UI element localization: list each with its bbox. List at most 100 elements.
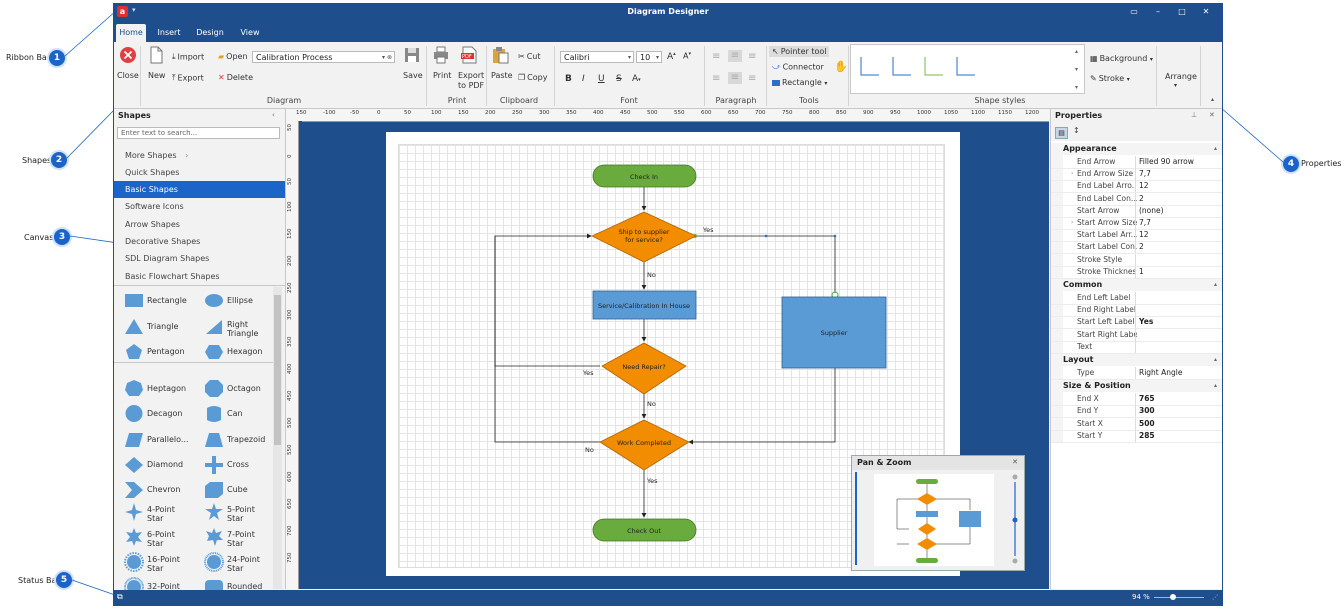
quick-access-chevron-icon[interactable]: ▾ [132,6,136,14]
zoom-thumb[interactable] [1170,594,1176,600]
property-value[interactable]: Yes [1139,317,1154,327]
property-category[interactable]: Appearance▴ [1063,143,1222,155]
shape-item-cube[interactable]: Cube [196,478,274,502]
property-value[interactable]: 12 [1139,181,1149,191]
align-left-icon[interactable]: ≡ [712,73,721,84]
align-right-icon[interactable]: ≡ [748,73,757,84]
close-icon[interactable] [119,46,137,64]
connector-button[interactable]: ⤻Connector [772,62,824,72]
shape-item-rounded-rectangle[interactable]: Rounded [196,575,274,591]
collapse-icon[interactable]: ▴ [1213,281,1217,288]
shape-item-decagon[interactable]: Decagon [116,402,196,426]
property-value[interactable]: 7,7 [1139,169,1151,179]
pointer-tool-button[interactable]: ↖Pointer tool [769,46,830,57]
minimize-icon[interactable]: – [1156,7,1160,16]
paste-button[interactable]: Paste [491,71,513,80]
flowchart[interactable]: Check In Ship to supplier for service? S… [386,132,960,576]
ship-decision[interactable] [591,211,697,263]
cut-button[interactable]: ✂Cut [518,52,541,61]
property-value[interactable]: 2 [1139,193,1144,203]
category-decorative-shapes[interactable]: Decorative Shapes [125,237,201,246]
property-row[interactable]: End Right Label [1051,304,1222,318]
restore-layout-icon[interactable]: ▭ [1130,7,1138,16]
shape-item-rectangle[interactable]: Rectangle [116,289,196,313]
resize-grip-icon[interactable]: ⋰ [1212,594,1218,601]
need-repair-decision[interactable] [601,342,687,395]
property-value[interactable]: 2 [1139,242,1144,252]
strikethrough-icon[interactable]: S [616,74,622,84]
property-value[interactable]: 7,7 [1139,218,1151,227]
connector-repair-ship[interactable] [494,233,600,367]
supplier-process[interactable] [781,296,887,369]
collapse-panel-icon[interactable]: ‹ [272,111,275,119]
property-row[interactable]: Stroke Style [1051,253,1222,267]
shapes-scrollbar[interactable] [273,287,282,589]
shape-item-pentagon[interactable]: Pentagon [116,340,196,364]
document-name-combo[interactable]: Calibration Process▾ ⊗ [252,51,395,63]
connector-completed-loop[interactable] [494,236,600,443]
check-in-terminal[interactable] [592,164,697,188]
collapse-icon[interactable]: ▴ [1213,382,1217,390]
service-process[interactable] [592,290,697,320]
shape-item-can[interactable]: Can [196,402,274,426]
align-middle-icon[interactable]: ≡ [728,50,742,62]
export-pdf-button[interactable]: Export [458,71,485,80]
background-button[interactable]: ▦Background ▾ [1090,54,1153,63]
align-bottom-icon[interactable]: ≡ [748,51,757,62]
arrange-button[interactable]: Arrange [1165,72,1197,81]
property-row[interactable]: Start Label Con...2 [1051,241,1222,255]
shape-style-gallery[interactable]: ▴ ▾ ▾ [850,44,1085,94]
category-more-shapes[interactable]: More Shapes › [125,151,189,160]
paste-icon[interactable] [491,46,509,64]
shape-item-hexagon[interactable]: Hexagon [196,340,274,364]
grow-font-icon[interactable]: A▴ [667,51,676,62]
property-row[interactable]: End Label Arro...12 [1051,180,1222,194]
expand-icon[interactable]: › [1071,219,1074,226]
rectangle-tool-button[interactable]: Rectangle ▾ [772,78,827,87]
underline-icon[interactable]: U [598,74,605,84]
shape-item-heptagon[interactable]: Heptagon [116,377,196,401]
property-value[interactable]: Right Angle [1139,368,1183,377]
open-button[interactable]: ▰Open [218,52,248,61]
bold-icon[interactable]: B [565,74,572,84]
collapse-icon[interactable]: ▴ [1213,356,1217,363]
zoom-slider[interactable] [1012,474,1018,564]
tab-home[interactable]: Home [116,24,146,42]
export-button[interactable]: ⤒Export [172,73,204,83]
category-basic-flowchart-shapes[interactable]: Basic Flowchart Shapes [125,272,220,281]
shape-item-ellipse[interactable]: Ellipse [196,289,274,313]
font-color-icon[interactable]: A▾ [632,74,641,84]
property-category[interactable]: Common▴ [1063,279,1222,291]
app-logo[interactable]: a [117,6,128,17]
property-row[interactable]: Text [1051,340,1222,354]
import-button[interactable]: ⤓Import [172,52,205,62]
property-row[interactable]: End Label Con...2 [1051,192,1222,206]
property-category[interactable]: Size & Position▴ [1063,380,1222,393]
shape-item-chevron[interactable]: Chevron [116,478,196,502]
property-value[interactable]: 1 [1139,266,1144,276]
align-center-icon[interactable]: ≡ [728,72,742,84]
pan-zoom-window[interactable]: Pan & Zoom ✕ [851,455,1025,571]
arrange-chevron-icon[interactable]: ▾ [1174,82,1178,89]
category-arrow-shapes[interactable]: Arrow Shapes [125,220,180,229]
align-top-icon[interactable]: ≡ [712,51,721,62]
connector-supplier-completed[interactable] [688,368,836,445]
property-category[interactable]: Layout▴ [1063,354,1222,366]
new-button[interactable]: New [148,71,166,80]
check-out-terminal[interactable] [592,518,697,542]
copy-button[interactable]: ❐Copy [518,73,548,82]
category-sdl-diagram-shapes[interactable]: SDL Diagram Shapes [125,254,210,263]
